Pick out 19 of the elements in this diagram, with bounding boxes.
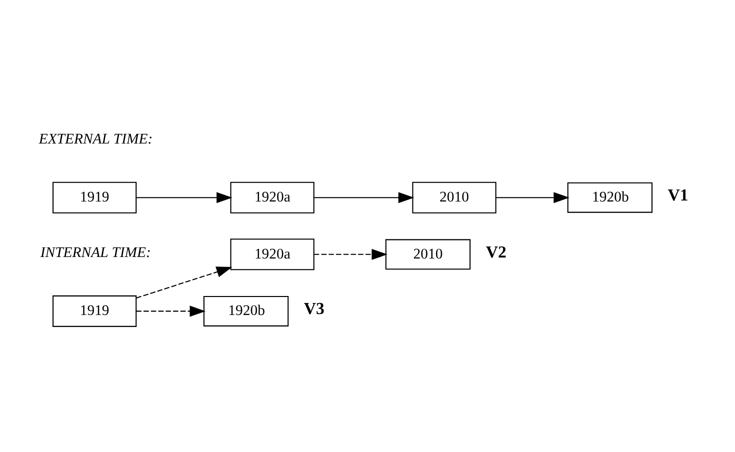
node-box: 1920a: [230, 238, 314, 270]
node-label: V2: [486, 242, 506, 262]
node-box: 1919: [52, 295, 137, 327]
arrow: [136, 306, 206, 317]
node-box: 2010: [412, 182, 496, 214]
arrow: [136, 192, 232, 204]
label: EXTERNAL TIME:: [38, 132, 153, 148]
node-box: 1920b: [567, 182, 653, 213]
label: INTERNAL TIME:: [40, 245, 151, 262]
arrow: [496, 192, 570, 204]
node-label: V1: [668, 186, 688, 205]
node-box: 1919: [52, 182, 137, 214]
node-box: 2010: [385, 239, 471, 270]
node-box: 1920a: [230, 182, 314, 214]
node-label: V3: [304, 299, 324, 318]
arrow: [314, 248, 388, 260]
node-box: 1920b: [203, 296, 289, 326]
arrow: [314, 192, 414, 204]
arrow: [136, 266, 232, 299]
